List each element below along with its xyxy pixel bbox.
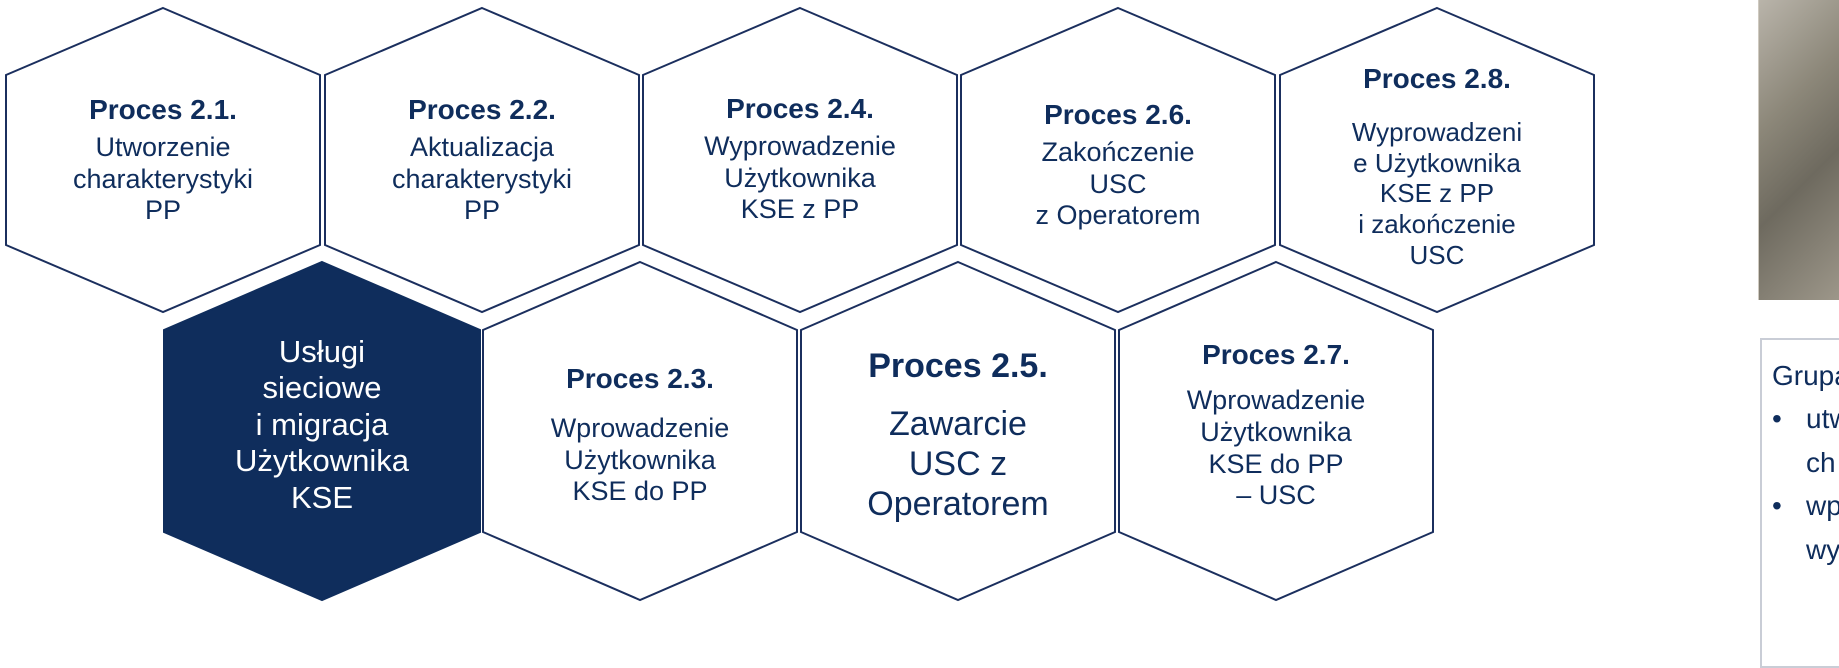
hex-2-1-shape [5,6,321,314]
hex-2-7: Proces 2.7. Wprowadzenie Użytkownika KSE… [1146,310,1406,540]
info-box-bullet-2-text: wp [1806,490,1839,522]
info-box-bullet-1-text: utw [1806,403,1839,435]
info-box-bullet-2: • wp [1772,484,1839,527]
hex-2-1-body: Utworzenie charakterystyki PP [72,131,254,226]
hex-shapes [5,6,1595,602]
hex-2-5-shape [800,260,1116,602]
hex-2-6-title: Proces 2.6. [1044,98,1192,130]
process-hex-diagram: Proces 2.1. Utworzenie charakterystyki P… [5,0,1839,668]
hex-2-4: Proces 2.4. Wyprowadzenie Użytkownika KS… [670,74,930,244]
hex-2-7-title: Proces 2.7. [1202,338,1350,370]
hex-2-5-body: Zawarcie USC z Operatorem [867,404,1049,524]
hex-2-1-title: Proces 2.1. [89,93,237,125]
info-box-bullet-1: • utw [1772,397,1839,440]
hex-2-4-title: Proces 2.4. [726,92,874,124]
hex-2-4-body: Wyprowadzenie Użytkownika KSE z PP [704,130,896,225]
hex-2-8-title: Proces 2.8. [1363,63,1511,94]
hex-2-1: Proces 2.1. Utworzenie charakterystyki P… [33,80,293,240]
hex-2-4-shape [642,6,958,314]
hex-2-7-body: Wprowadzenie Użytkownika KSE do PP – USC [1186,384,1366,511]
hex-2-5-title: Proces 2.5. [868,346,1048,385]
hex-2-2: Proces 2.2. Aktualizacja charakterystyki… [352,80,612,240]
bullet-icon: • [1772,490,1782,522]
hex-2-8: Proces 2.8. Wyprowadzeni e Użytkownika K… [1307,62,1567,302]
hex-center-body: Usługi sieciowe i migracja Użytkownika K… [235,333,409,515]
background-photo [1758,0,1839,300]
hex-2-2-shape [324,6,640,314]
hex-2-2-body: Aktualizacja charakterystyki PP [391,131,573,226]
hex-2-7-shape [1118,260,1434,602]
hex-2-3-shape [482,260,798,602]
hex-2-6-shape [960,6,1276,314]
hex-2-8-body: Wyprowadzeni e Użytkownika KSE z PP i za… [1351,117,1523,270]
hex-2-5: Proces 2.5. Zawarcie USC z Operatorem [828,320,1088,550]
hex-2-3: Proces 2.3. Wprowadzenie Użytkownika KSE… [510,335,770,535]
hex-2-2-title: Proces 2.2. [408,93,556,125]
hex-2-6: Proces 2.6. Zakończenie USC z Operatorem [988,80,1248,250]
bullet-icon: • [1772,403,1782,435]
hex-center: Usługi sieciowe i migracja Użytkownika K… [192,300,452,550]
info-box-bullet-1-cont: ch [1806,446,1836,478]
info-box: Grupa • utw ch • wp wy [1760,338,1839,668]
hex-2-3-title: Proces 2.3. [566,362,714,394]
hex-2-6-body: Zakończenie USC z Operatorem [1035,136,1201,231]
hex-2-8-shape [1279,6,1595,314]
hex-2-3-body: Wprowadzenie Użytkownika KSE do PP [550,412,730,507]
info-box-heading: Grupa [1772,360,1839,391]
hex-center-shape [163,260,481,602]
info-box-bullet-2-cont: wy [1806,533,1839,565]
